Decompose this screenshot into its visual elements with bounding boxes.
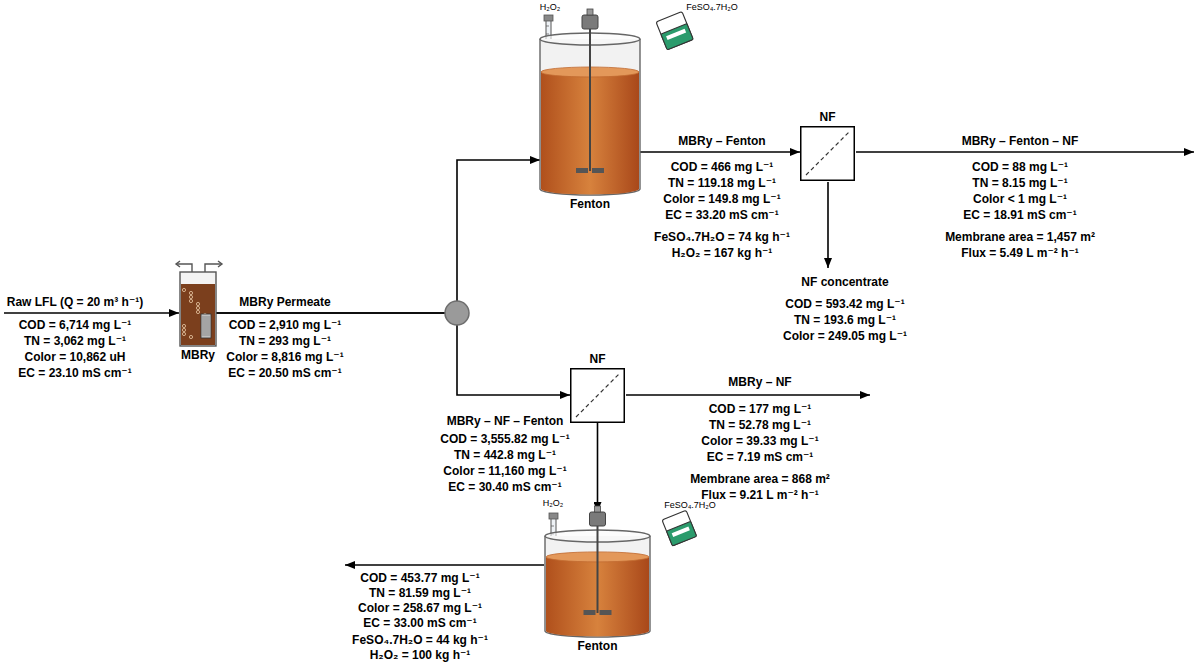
- output-arrow: [626, 394, 870, 396]
- flow-connector: [216, 160, 540, 313]
- stream-label: COD = 593.42 mg L⁻¹: [785, 297, 904, 311]
- stream-label: MBRy – Fenton – NF: [962, 134, 1079, 148]
- stream-label: TN = 81.59 mg L⁻¹: [369, 586, 471, 600]
- feso4-bag: [656, 12, 693, 50]
- stream-label: Membrane area = 1,457 m²: [945, 230, 1095, 244]
- stream-label: Color = 149.8 mg L⁻¹: [663, 192, 780, 206]
- stream-label: COD = 2,910 mg L⁻¹: [229, 318, 342, 332]
- reactor-tank: Fenton: [545, 512, 650, 637]
- feso4-bag: [662, 510, 697, 546]
- stream-label: Color = 10,862 uH: [24, 350, 125, 364]
- feed-label: Raw LFL (Q = 20 m³ h⁻¹): [7, 295, 143, 309]
- output-arrow: [856, 151, 1194, 153]
- stream-label: MBRy – Fenton: [678, 134, 765, 148]
- flow-connector: [640, 151, 800, 153]
- feed-arrow: [4, 312, 179, 314]
- stream-label: H₂O₂ = 100 kg h⁻¹: [370, 648, 471, 662]
- flow-connector: [216, 313, 570, 395]
- stream-label: Membrane area = 868 m²: [690, 472, 830, 486]
- reactor-tank: Fenton: [540, 15, 640, 195]
- unit-name: Fenton: [578, 639, 618, 653]
- stream-label: TN = 3,062 mg L⁻¹: [24, 334, 126, 348]
- stream-label: MBRy – NF – Fenton: [447, 414, 564, 428]
- flow-splitter: [445, 301, 469, 325]
- stream-label: Color = 249.05 mg L⁻¹: [783, 329, 907, 343]
- membrane-unit: NF: [800, 126, 855, 181]
- stream-label: EC = 30.40 mS cm⁻¹: [448, 480, 561, 494]
- stream-label: COD = 466 mg L⁻¹: [671, 160, 774, 174]
- stream-label: MBRy Permeate: [239, 295, 330, 309]
- stream-label: COD = 6,714 mg L⁻¹: [19, 318, 132, 332]
- output-arrow: [345, 564, 544, 566]
- stream-label: Color = 11,160 mg L⁻¹: [443, 464, 566, 478]
- stream-label: Flux = 9.21 L m⁻² h⁻¹: [701, 488, 818, 502]
- nf-membrane: [800, 126, 855, 181]
- flow-connector: [597, 423, 599, 512]
- bioreactor: MBRy: [180, 272, 216, 346]
- fenton-reactor: [540, 15, 640, 195]
- nf-membrane: [570, 368, 625, 423]
- stream-label: Color = 39.33 mg L⁻¹: [701, 434, 818, 448]
- stream-label: FeSO₄.7H₂O = 74 kg h⁻¹: [654, 230, 790, 244]
- stream-label: TN = 52.78 mg L⁻¹: [709, 418, 811, 432]
- stream-label: EC = 7.19 mS cm⁻¹: [707, 450, 814, 464]
- mbr-reactor: [180, 272, 216, 346]
- stream-label: FeSO₄.7H₂O: [664, 500, 716, 511]
- stream-label: Color = 258.67 mg L⁻¹: [358, 601, 482, 615]
- unit-name: NF: [590, 352, 606, 366]
- stream-label: Color < 1 mg L⁻¹: [973, 192, 1067, 206]
- stream-label: MBRy – NF: [728, 375, 791, 389]
- stream-label: TN = 293 mg L⁻¹: [239, 334, 331, 348]
- stream-label: TN = 442.8 mg L⁻¹: [454, 448, 556, 462]
- fenton-reactor: [545, 512, 650, 637]
- stream-label: EC = 33.00 mS cm⁻¹: [363, 616, 476, 630]
- stream-label: TN = 119.18 mg L⁻¹: [668, 176, 776, 190]
- unit-name: MBRy: [181, 348, 215, 362]
- stream-label: TN = 193.6 mg L⁻¹: [794, 313, 896, 327]
- stream-label: Flux = 5.49 L m⁻² h⁻¹: [961, 246, 1078, 260]
- stream-label: EC = 33.20 mS cm⁻¹: [665, 208, 778, 222]
- stream-label: EC = 20.50 mS cm⁻¹: [228, 366, 341, 380]
- membrane-unit: NF: [570, 368, 625, 423]
- stream-label: H₂O₂: [543, 498, 564, 509]
- unit-name: Fenton: [570, 197, 610, 211]
- stream-label: COD = 453.77 mg L⁻¹: [360, 571, 479, 585]
- stream-label: EC = 18.91 mS cm⁻¹: [963, 208, 1076, 222]
- stream-label: COD = 177 mg L⁻¹: [709, 402, 812, 416]
- stream-label: Color = 8,816 mg L⁻¹: [226, 350, 343, 364]
- stream-label: H₂O₂ = 167 kg h⁻¹: [672, 246, 773, 260]
- unit-name: NF: [820, 110, 836, 124]
- stream-label: FeSO₄.7H₂O: [686, 2, 738, 13]
- stream-label: TN = 8.15 mg L⁻¹: [972, 176, 1067, 190]
- concentrate-arrow: [827, 182, 829, 268]
- stream-label: NF concentrate: [801, 275, 888, 289]
- stream-label: COD = 3,555.82 mg L⁻¹: [440, 432, 569, 446]
- stream-label: FeSO₄.7H₂O = 44 kg h⁻¹: [352, 633, 488, 647]
- stream-label: COD = 88 mg L⁻¹: [972, 160, 1068, 174]
- stream-label: H₂O₂: [540, 2, 561, 13]
- stream-label: EC = 23.10 mS cm⁻¹: [18, 366, 131, 380]
